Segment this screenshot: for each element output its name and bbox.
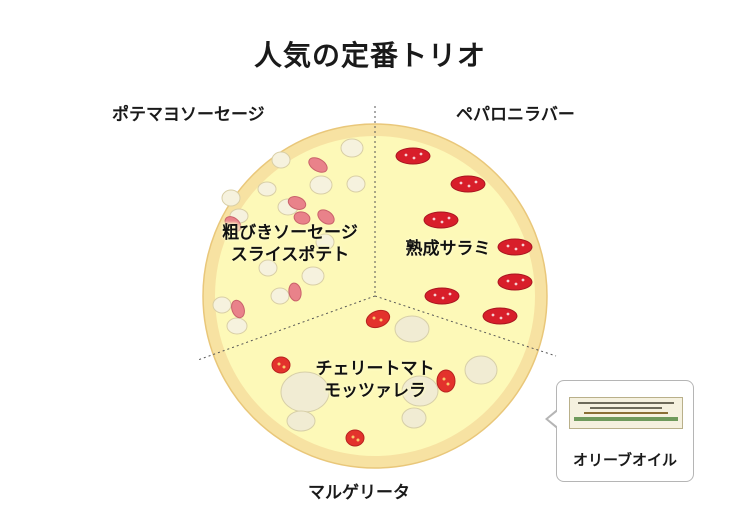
cherry-tomatoes xyxy=(271,309,456,447)
mozzarella-pieces xyxy=(280,315,498,432)
slice-dividers xyxy=(197,106,557,361)
ingredient-mozzarella: モッツァレラ xyxy=(324,381,426,401)
slice-text-pepperoni: 熟成サラミ xyxy=(398,238,498,260)
ingredient-cherry-tomato: チェリートマト xyxy=(315,359,435,379)
ingredient-sausage: 粗びきソーセージ xyxy=(222,223,358,243)
slice-text-potemayo: 粗びきソーセージ スライスポテト xyxy=(205,222,375,266)
ingredient-salami: 熟成サラミ xyxy=(405,239,491,259)
section-label-potemayo: ポテマヨソーセージ xyxy=(112,105,265,125)
olive-oil-label: オリーブオイル xyxy=(572,451,678,469)
sausage-slices xyxy=(224,157,335,319)
ingredient-potato: スライスポテト xyxy=(230,245,350,265)
page-title: 人気の定番トリオ xyxy=(253,39,486,72)
salami-slices xyxy=(395,147,533,325)
section-label-margherita: マルゲリータ xyxy=(308,483,410,503)
slice-text-margherita: チェリートマト モッツァレラ xyxy=(290,358,460,402)
olive-oil-callout: オリーブオイル xyxy=(545,380,694,482)
section-label-pepperoni: ペパロニラバー xyxy=(456,105,575,125)
olive-oil-bottle-label-icon xyxy=(569,397,683,429)
